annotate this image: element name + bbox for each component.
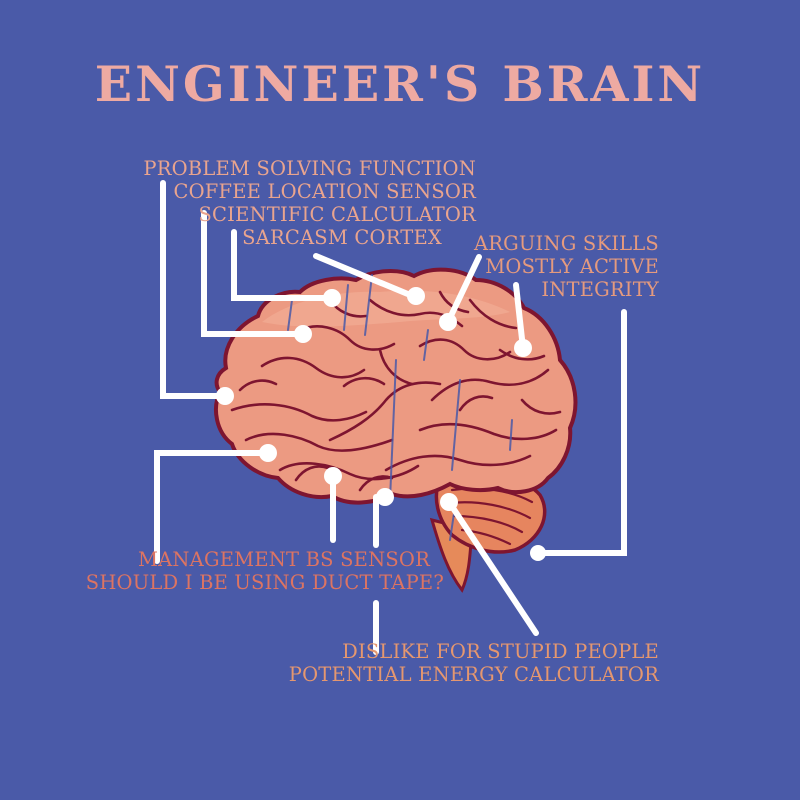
labels-bottom-left: MANAGEMENT BS SENSOR SHOULD I BE USING D… — [86, 548, 444, 594]
connector-dots — [216, 287, 546, 561]
dot-mostly-active — [514, 339, 532, 357]
dot-duct-tape-2 — [376, 488, 394, 506]
label-integrity: INTEGRITY — [541, 278, 659, 301]
dot-integrity — [530, 545, 546, 561]
dot-dislike-stupid — [440, 493, 458, 511]
connector-coffee-location — [201, 210, 306, 337]
label-arguing-skills: ARGUING SKILLS — [473, 232, 659, 255]
labels-bottom-right: DISLIKE FOR STUPID PEOPLE POTENTIAL ENER… — [289, 640, 659, 686]
label-problem-solving: PROBLEM SOLVING FUNCTION — [143, 157, 476, 180]
connector-mostly-active — [513, 282, 526, 351]
dot-sarcasm-cortex — [407, 287, 425, 305]
label-potential-energy: POTENTIAL ENERGY CALCULATOR — [288, 663, 659, 686]
connector-sarcasm-cortex — [313, 253, 418, 300]
connector-scientific-calculator — [231, 229, 335, 301]
connector-arguing-skills — [445, 254, 482, 325]
labels-top-right: ARGUING SKILLS MOSTLY ACTIVE INTEGRITY — [474, 232, 659, 301]
dot-coffee-location — [294, 325, 312, 343]
dot-scientific-calculator — [323, 289, 341, 307]
connector-management-bs — [154, 450, 271, 564]
dot-arguing-skills — [439, 313, 457, 331]
dot-problem-solving — [216, 387, 234, 405]
label-sarcasm-cortex: SARCASM CORTEX — [242, 226, 442, 249]
label-mostly-active: MOSTLY ACTIVE — [485, 255, 659, 278]
connector-problem-solving — [160, 180, 228, 399]
connector-dislike-stupid — [446, 499, 539, 636]
label-coffee-location: COFFEE LOCATION SENSOR — [173, 180, 476, 203]
poster-title: ENGINEER'S BRAIN — [94, 55, 706, 113]
connector-integrity — [535, 309, 627, 556]
label-scientific-calculator: SCIENTIFIC CALCULATOR — [198, 203, 476, 226]
label-management-bs: MANAGEMENT BS SENSOR — [137, 548, 430, 571]
dot-duct-tape — [324, 467, 342, 485]
labels-top-left: PROBLEM SOLVING FUNCTION COFFEE LOCATION… — [143, 157, 476, 249]
connector-lines — [154, 180, 627, 655]
label-duct-tape: SHOULD I BE USING DUCT TAPE? — [85, 571, 444, 594]
label-dislike-stupid: DISLIKE FOR STUPID PEOPLE — [342, 640, 659, 663]
dot-management-bs — [259, 444, 277, 462]
